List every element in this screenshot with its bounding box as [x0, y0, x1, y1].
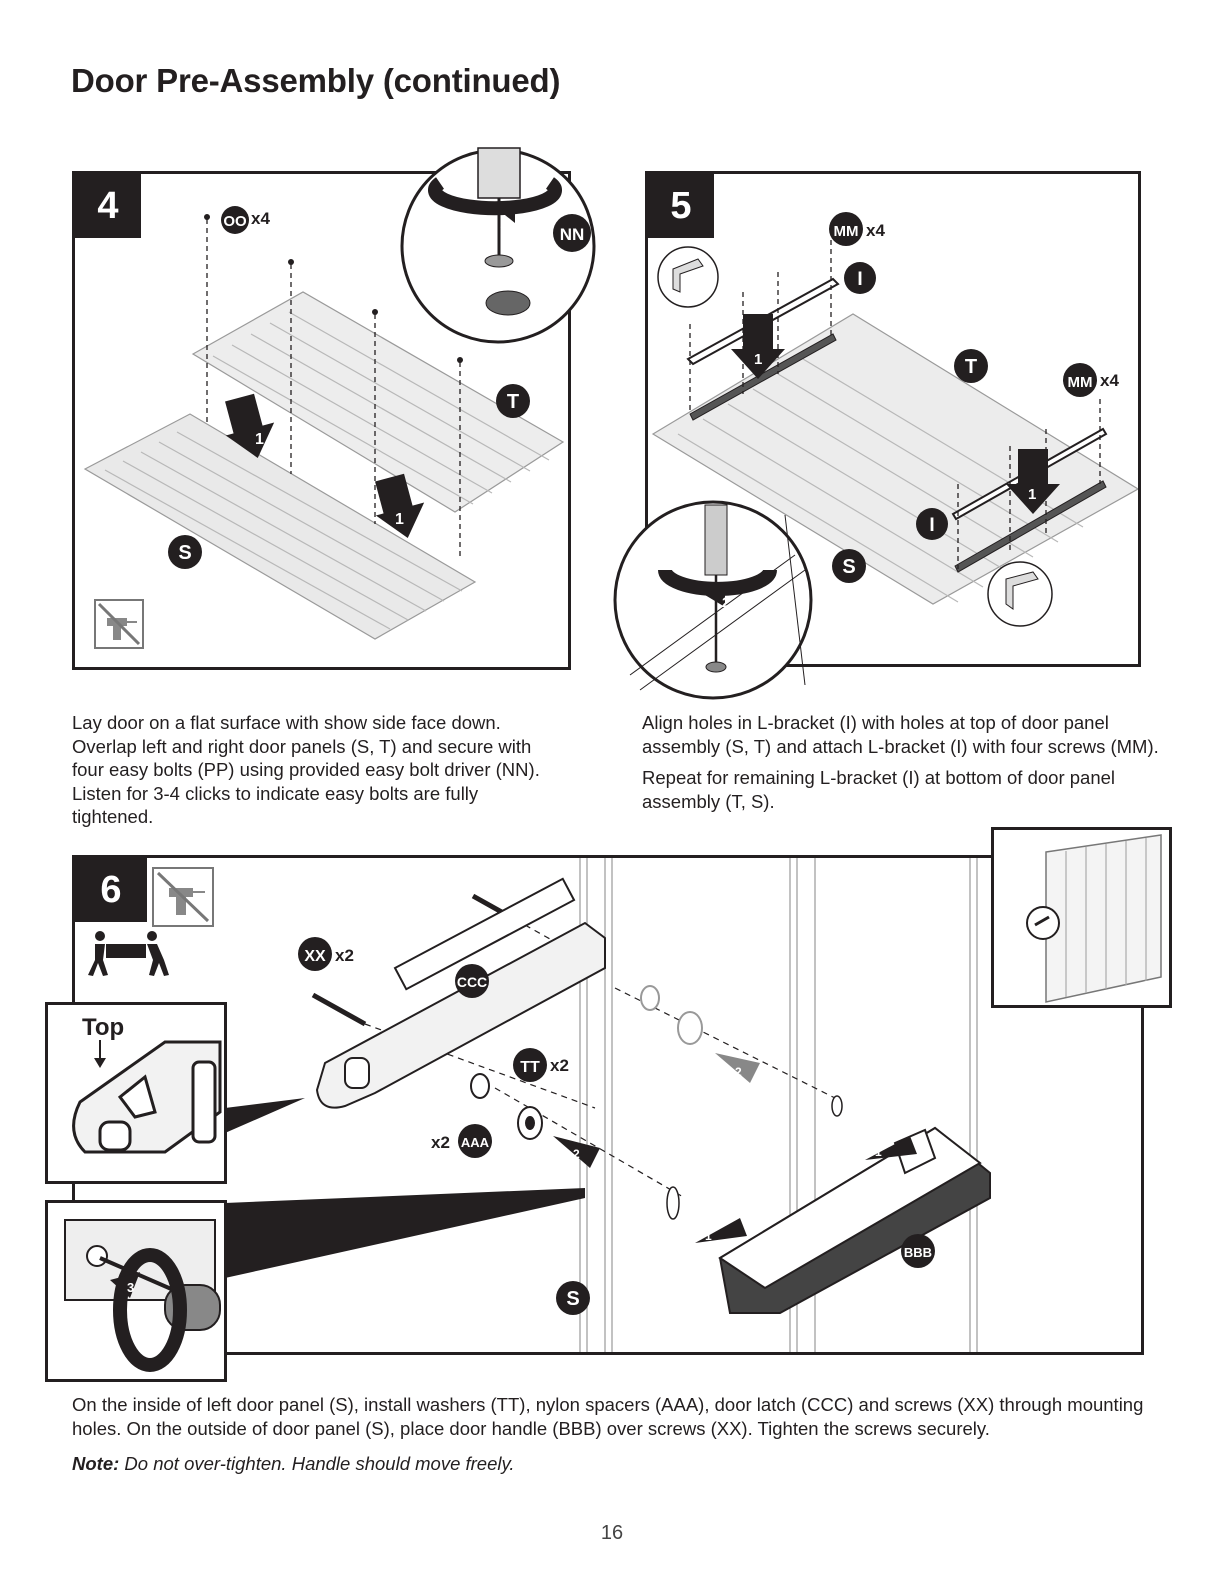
step-6-arrow-2b-label: 2: [735, 1065, 742, 1079]
step-4-arrow-1b-label: 1: [395, 511, 404, 528]
callout-i-bottom-label: I: [929, 515, 934, 536]
step-5-number: 5: [648, 174, 714, 238]
door-latch-ccc-drawing: [315, 877, 606, 1109]
callout-aaa-qty: x2: [431, 1133, 450, 1152]
callout-s6-label: S: [566, 1288, 579, 1310]
callout-mm-bottom-qty: x4: [1100, 371, 1119, 390]
step-6-number: 6: [75, 858, 147, 922]
step-5-arrow-2-label: 2: [722, 594, 730, 610]
callout-mm-bottom-label: MM: [1068, 374, 1093, 391]
callout-tt-qty: x2: [550, 1056, 569, 1075]
step-6-arrow-1b-label: 1: [875, 1145, 882, 1159]
door-handle-bbb-drawing: [718, 1126, 991, 1314]
step-6-inset-top: Top: [45, 1002, 227, 1184]
step-4-instructions: Lay door on a flat surface with show sid…: [72, 711, 562, 829]
page-number: 16: [600, 1522, 624, 1544]
callout-s6-badge: [556, 1281, 590, 1315]
step-4-arrow-2-label: 2: [500, 215, 508, 231]
no-power-drill-icon: [94, 599, 144, 649]
door-panel-t-drawing: [191, 291, 565, 513]
step-5-arrow-1b-label: 1: [1028, 486, 1036, 503]
callout-i-bottom-badge: [916, 508, 948, 540]
callout-ccc-badge: [455, 964, 489, 998]
step-6-inset-screwdriver: 3: [45, 1200, 227, 1382]
callout-oo-badge: [221, 206, 249, 234]
callout-tt-badge: [513, 1048, 547, 1082]
callout-mm-top-badge: [829, 212, 863, 246]
callout-oo-qty: x4: [251, 209, 270, 228]
callout-nn-badge: [553, 214, 591, 252]
step-4-text: Lay door on a flat surface with show sid…: [72, 712, 540, 827]
step-5-panel: 1 1 MM x4 MM x4 I I T S 5: [645, 171, 1141, 667]
step-6-instructions: On the inside of left door panel (S), in…: [72, 1393, 1172, 1476]
callout-bbb-label: BBB: [904, 1245, 932, 1260]
callout-xx-label: XX: [304, 948, 326, 965]
step-4-number: 4: [75, 174, 141, 238]
no-power-drill-icon: [152, 867, 214, 927]
callout-xx-badge: [298, 937, 332, 971]
callout-t5-label: T: [965, 356, 977, 378]
step-5-instructions: Align holes in L-bracket (I) with holes …: [642, 711, 1182, 813]
inset-arrow-3-label: 3: [127, 1280, 134, 1295]
callout-nn-label: NN: [560, 225, 585, 244]
step-5-illustration: 1 1 MM x4 MM x4 I I T S: [651, 212, 1138, 627]
step-5-detail-circle: 2: [613, 500, 813, 700]
callout-bbb-badge: [901, 1234, 935, 1268]
step-5-text-2: Repeat for remaining L-bracket (I) at bo…: [642, 767, 1116, 812]
callout-aaa-badge: [458, 1124, 492, 1158]
callout-t-badge: [496, 384, 530, 418]
step-6-arrow-1-label: 1: [705, 1229, 712, 1243]
callout-i-top-badge: [844, 262, 876, 294]
l-bracket-detail-bottom: [987, 561, 1053, 627]
callout-s5-label: S: [842, 556, 855, 578]
callout-t-label: T: [507, 391, 519, 413]
callout-i-top-label: I: [857, 269, 862, 290]
callout-s5-badge: [832, 549, 866, 583]
step-6-illustration: 2 2 1 1 XX x2 CCC TT x2 x2 AAA BBB S: [88, 858, 991, 1352]
callout-s-badge: [168, 535, 202, 569]
step-6-arrow-2-label: 2: [573, 1147, 580, 1161]
callout-oo-label: OO: [223, 213, 247, 230]
step-6-panel: 2 2 1 1 XX x2 CCC TT x2 x2 AAA BBB S: [72, 855, 1144, 1355]
step-5-arrow-1-label: 1: [754, 351, 762, 368]
callout-mm-top-qty: x4: [866, 221, 885, 240]
step-4-detail-circle: 2 NN: [400, 147, 596, 344]
note-label: Note:: [72, 1453, 120, 1474]
callout-mm-bottom-badge: [1063, 363, 1097, 397]
note-text: Do not over-tighten. Handle should move …: [119, 1453, 515, 1474]
inset-top-label: Top: [82, 1014, 124, 1041]
callout-ccc-label: CCC: [457, 974, 487, 990]
step-5-text-1: Align holes in L-bracket (I) with holes …: [642, 712, 1159, 757]
spacer-washer-drawing: [470, 985, 703, 1140]
door-panel-s-drawing: [83, 413, 477, 640]
step-4-illustration: 1 1 OO x4 T S: [83, 206, 565, 649]
step-6-text: On the inside of left door panel (S), in…: [72, 1394, 1144, 1439]
l-bracket-detail-top: [657, 246, 719, 308]
callout-tt-label: TT: [520, 1059, 540, 1076]
callout-aaa-label: AAA: [461, 1135, 490, 1150]
callout-t5-badge: [954, 349, 988, 383]
callout-s-label: S: [178, 542, 191, 564]
page-title: Door Pre-Assembly (continued): [71, 62, 561, 99]
callout-xx-qty: x2: [335, 946, 354, 965]
two-person-lift-icon: [88, 931, 169, 976]
callout-mm-top-label: MM: [834, 223, 859, 240]
step-6-note: Note: Do not over-tighten. Handle should…: [72, 1452, 1172, 1476]
step-4-arrow-1-label: 1: [255, 431, 264, 448]
step-6-inset-door-overview: [991, 827, 1172, 1008]
